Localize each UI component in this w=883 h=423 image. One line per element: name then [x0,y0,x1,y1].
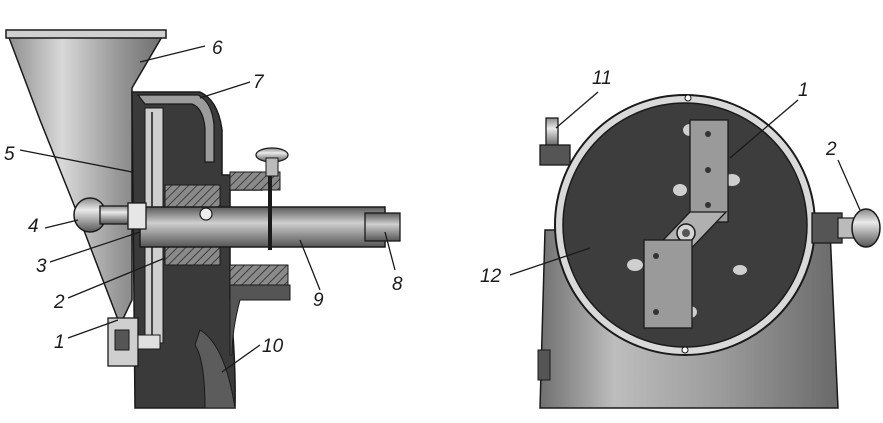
label-11: 11 [592,68,612,89]
top-left-knob [539,117,571,166]
label-8: 8 [392,274,403,295]
right-front-view: 11 1 2 12 [480,68,881,409]
lower-plate [643,239,693,329]
housing [131,91,291,409]
label-2: 2 [53,292,65,313]
label-9: 9 [313,290,324,311]
label-1-left: 1 [54,332,65,353]
label-4: 4 [28,216,39,237]
left-leader-lines [19,45,396,373]
left-labels: 6 7 5 4 3 2 1 8 9 10 [4,38,403,357]
label-10: 10 [262,336,284,357]
label-2-right: 2 [825,139,837,160]
front-knob [73,197,147,233]
right-leader-lines [509,91,861,276]
label-1-right: 1 [798,80,809,101]
label-5: 5 [4,144,15,165]
right-labels: 11 1 2 12 [480,68,837,287]
upper-plate [689,119,729,223]
label-3: 3 [36,256,47,277]
left-sectional-view: 6 7 5 4 3 2 1 8 9 10 [4,29,403,409]
lower-bracket [107,317,161,367]
hopper [5,29,167,327]
label-6: 6 [212,38,223,59]
label-12: 12 [480,266,502,287]
right-knob [811,208,881,248]
label-7: 7 [253,72,265,93]
shaft [139,147,401,250]
